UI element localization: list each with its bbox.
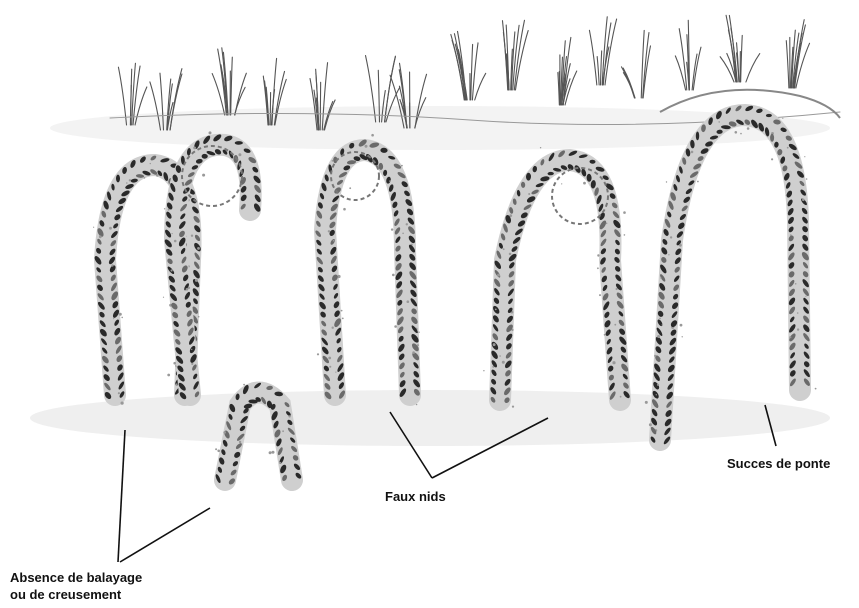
label-absence-line1: Absence de balayage [10,570,142,585]
grass-tuft-icon [212,48,246,115]
leader-absence-b [120,508,210,562]
grass-tuft-icon [502,20,528,90]
label-absence-line2: ou de creusement [10,587,121,602]
grass-tuft-icon [786,20,809,88]
track-succes [645,105,817,446]
grass-tuft-icon [558,37,577,105]
grass-tuft-icon [589,17,616,85]
label-succes-ponte: Succes de ponte [727,456,830,471]
grass-tuft-icon [675,20,701,90]
grass-tuft-icon [621,30,650,98]
track-faux-3 [483,147,631,408]
leader-absence-a [118,430,125,562]
grass-tuft-icon [720,15,760,82]
track-faux-2 [314,134,421,405]
grass-tuft-icon [451,31,486,100]
track-faux-1 [163,131,262,400]
label-faux-nids: Faux nids [385,489,446,504]
